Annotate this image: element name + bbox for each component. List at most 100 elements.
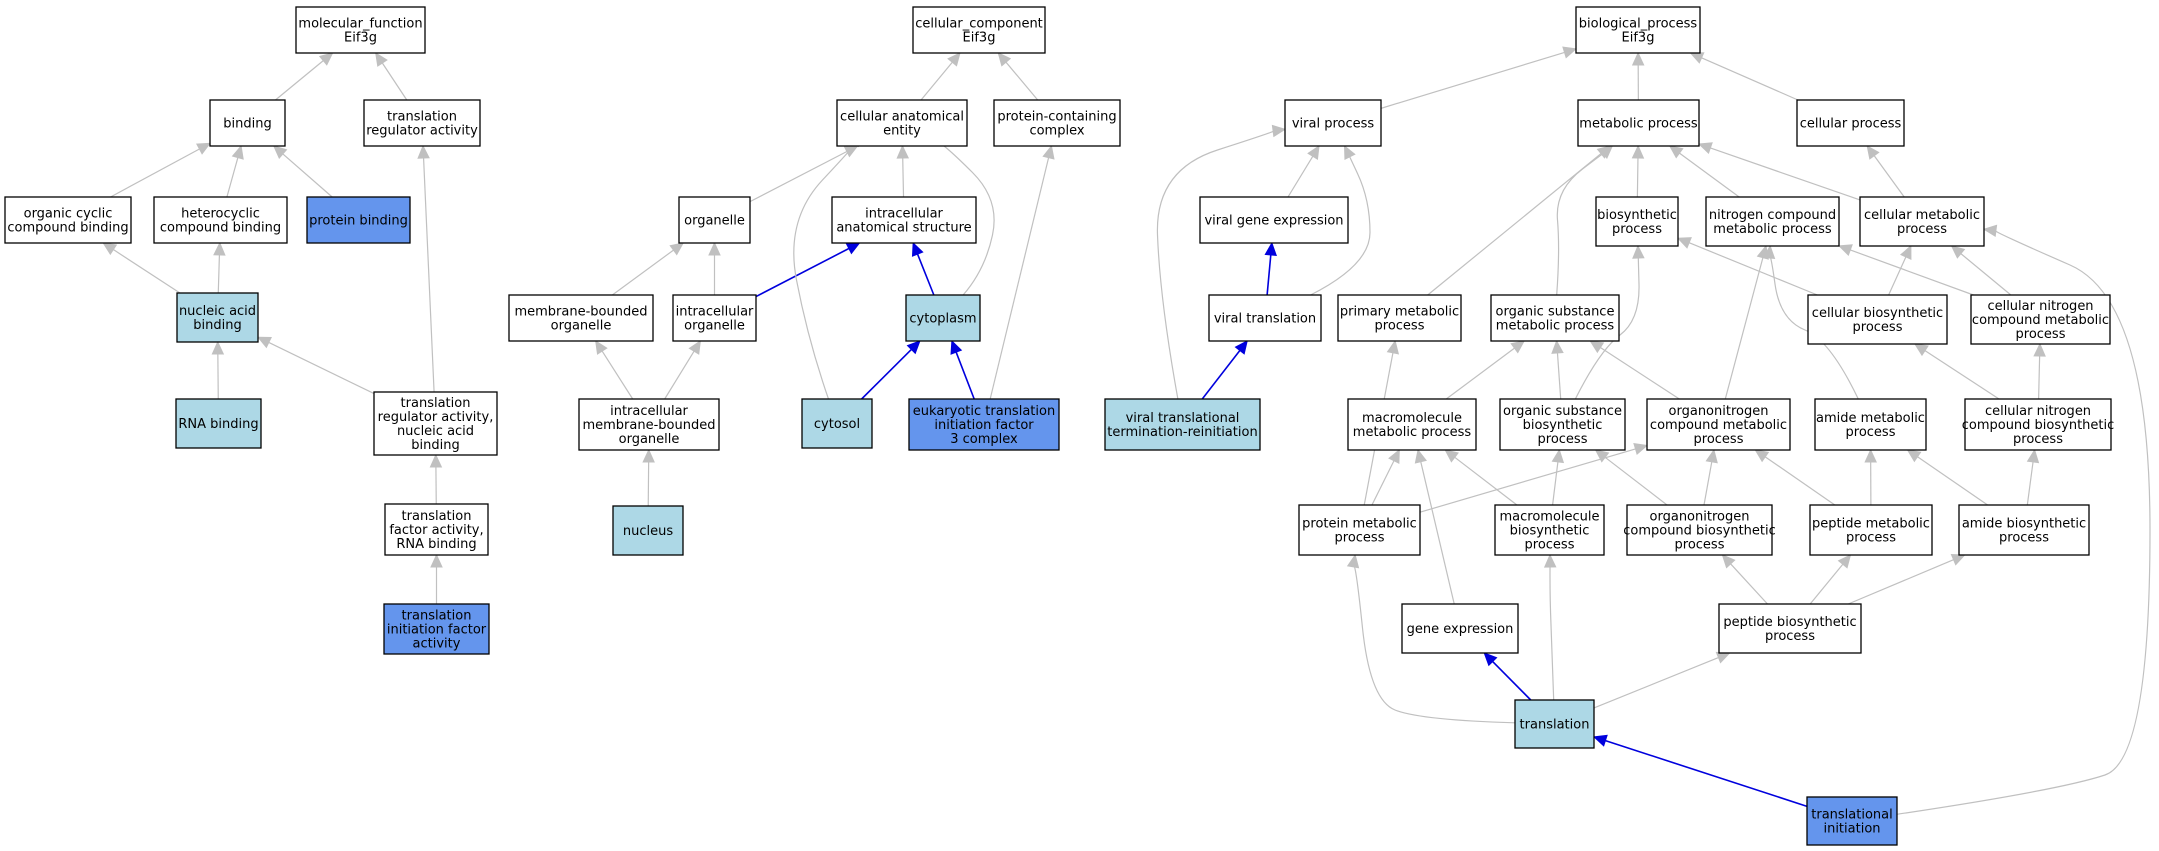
node-cytosol[interactable]: cytosol [801, 398, 873, 449]
node-nucleus[interactable]: nucleus [612, 505, 684, 556]
node-box [1298, 504, 1421, 556]
node-label-line: entity [883, 124, 921, 139]
arrowhead-icon [906, 340, 921, 355]
node-mp[interactable]: metabolic process [1577, 99, 1700, 147]
node-vt[interactable]: viral translation [1208, 294, 1322, 342]
node-label-line: cellular nitrogen [1985, 404, 2091, 419]
node-box [1494, 504, 1605, 556]
node-label-line: metabolic process [1353, 425, 1472, 440]
edge-line [1419, 448, 1636, 513]
arrowhead-icon [1234, 340, 1248, 355]
node-binding[interactable]: binding [209, 99, 286, 147]
node-label-line: process [2016, 327, 2066, 342]
node-label-line: process [1525, 538, 1575, 553]
node-label-line: cellular_component [915, 17, 1043, 32]
node-label-line: 3 complex [950, 432, 1018, 447]
edge-line [1492, 660, 1532, 701]
node-vp[interactable]: viral process [1284, 99, 1382, 147]
arrowhead-icon [1543, 553, 1557, 568]
node-label-line: organelle [551, 319, 612, 334]
edge-line [1703, 461, 1713, 506]
arrowhead-icon [1386, 339, 1400, 355]
edge-line [1701, 57, 1799, 101]
edge-line [1710, 147, 1861, 201]
edge-line [1556, 352, 1562, 400]
node-ge[interactable]: gene expression [1401, 603, 1519, 654]
edge-line [1371, 460, 1395, 506]
edge-cbp-bsp [1676, 237, 1818, 296]
node-box [1809, 504, 1933, 556]
node-label-line: RNA binding [178, 417, 258, 432]
edge-io-organelle [708, 241, 721, 295]
node-label-line: process [1999, 531, 2049, 546]
node-vttr[interactable]: viral translationaltermination-reinitiat… [1104, 398, 1261, 451]
node-vge[interactable]: viral gene expression [1199, 196, 1349, 244]
node-label-line: nucleic acid [179, 304, 256, 319]
node-pb[interactable]: protein binding [306, 196, 411, 244]
node-label-line: biosynthetic [1523, 418, 1603, 433]
node-label-line: process [2013, 432, 2063, 447]
node-organelle[interactable]: organelle [678, 196, 751, 244]
edge-line [282, 153, 333, 198]
node-translation[interactable]: translation [1514, 699, 1595, 749]
node-label-line: organelle [619, 432, 680, 447]
edge-line [1604, 456, 1668, 506]
arrowhead-icon [1271, 124, 1287, 138]
edge-vttr-vt [1201, 340, 1248, 400]
node-label-line: heterocyclic [181, 207, 260, 222]
node-box [908, 398, 1060, 451]
arrowhead-icon [256, 336, 272, 349]
node-box [373, 391, 498, 456]
node-rnab[interactable]: RNA binding [175, 398, 262, 449]
node-label-line: process [1612, 222, 1662, 237]
node-cp[interactable]: cellular process [1796, 99, 1905, 147]
edge-pepmp-oncmp [1754, 449, 1836, 506]
edge-translation-mbp [1543, 553, 1557, 701]
arrowhead-icon [231, 144, 244, 160]
node-label-line: translation [1520, 718, 1590, 733]
edge-vt-vp [1310, 144, 1371, 296]
arrowhead-icon [1346, 553, 1360, 569]
edge-cytosol-cae [793, 135, 860, 400]
edge-ti-cmp [1896, 224, 2151, 815]
arrowhead-icon [1414, 448, 1427, 464]
node-cyto[interactable]: cytoplasm [905, 294, 981, 342]
node-box [905, 294, 981, 342]
